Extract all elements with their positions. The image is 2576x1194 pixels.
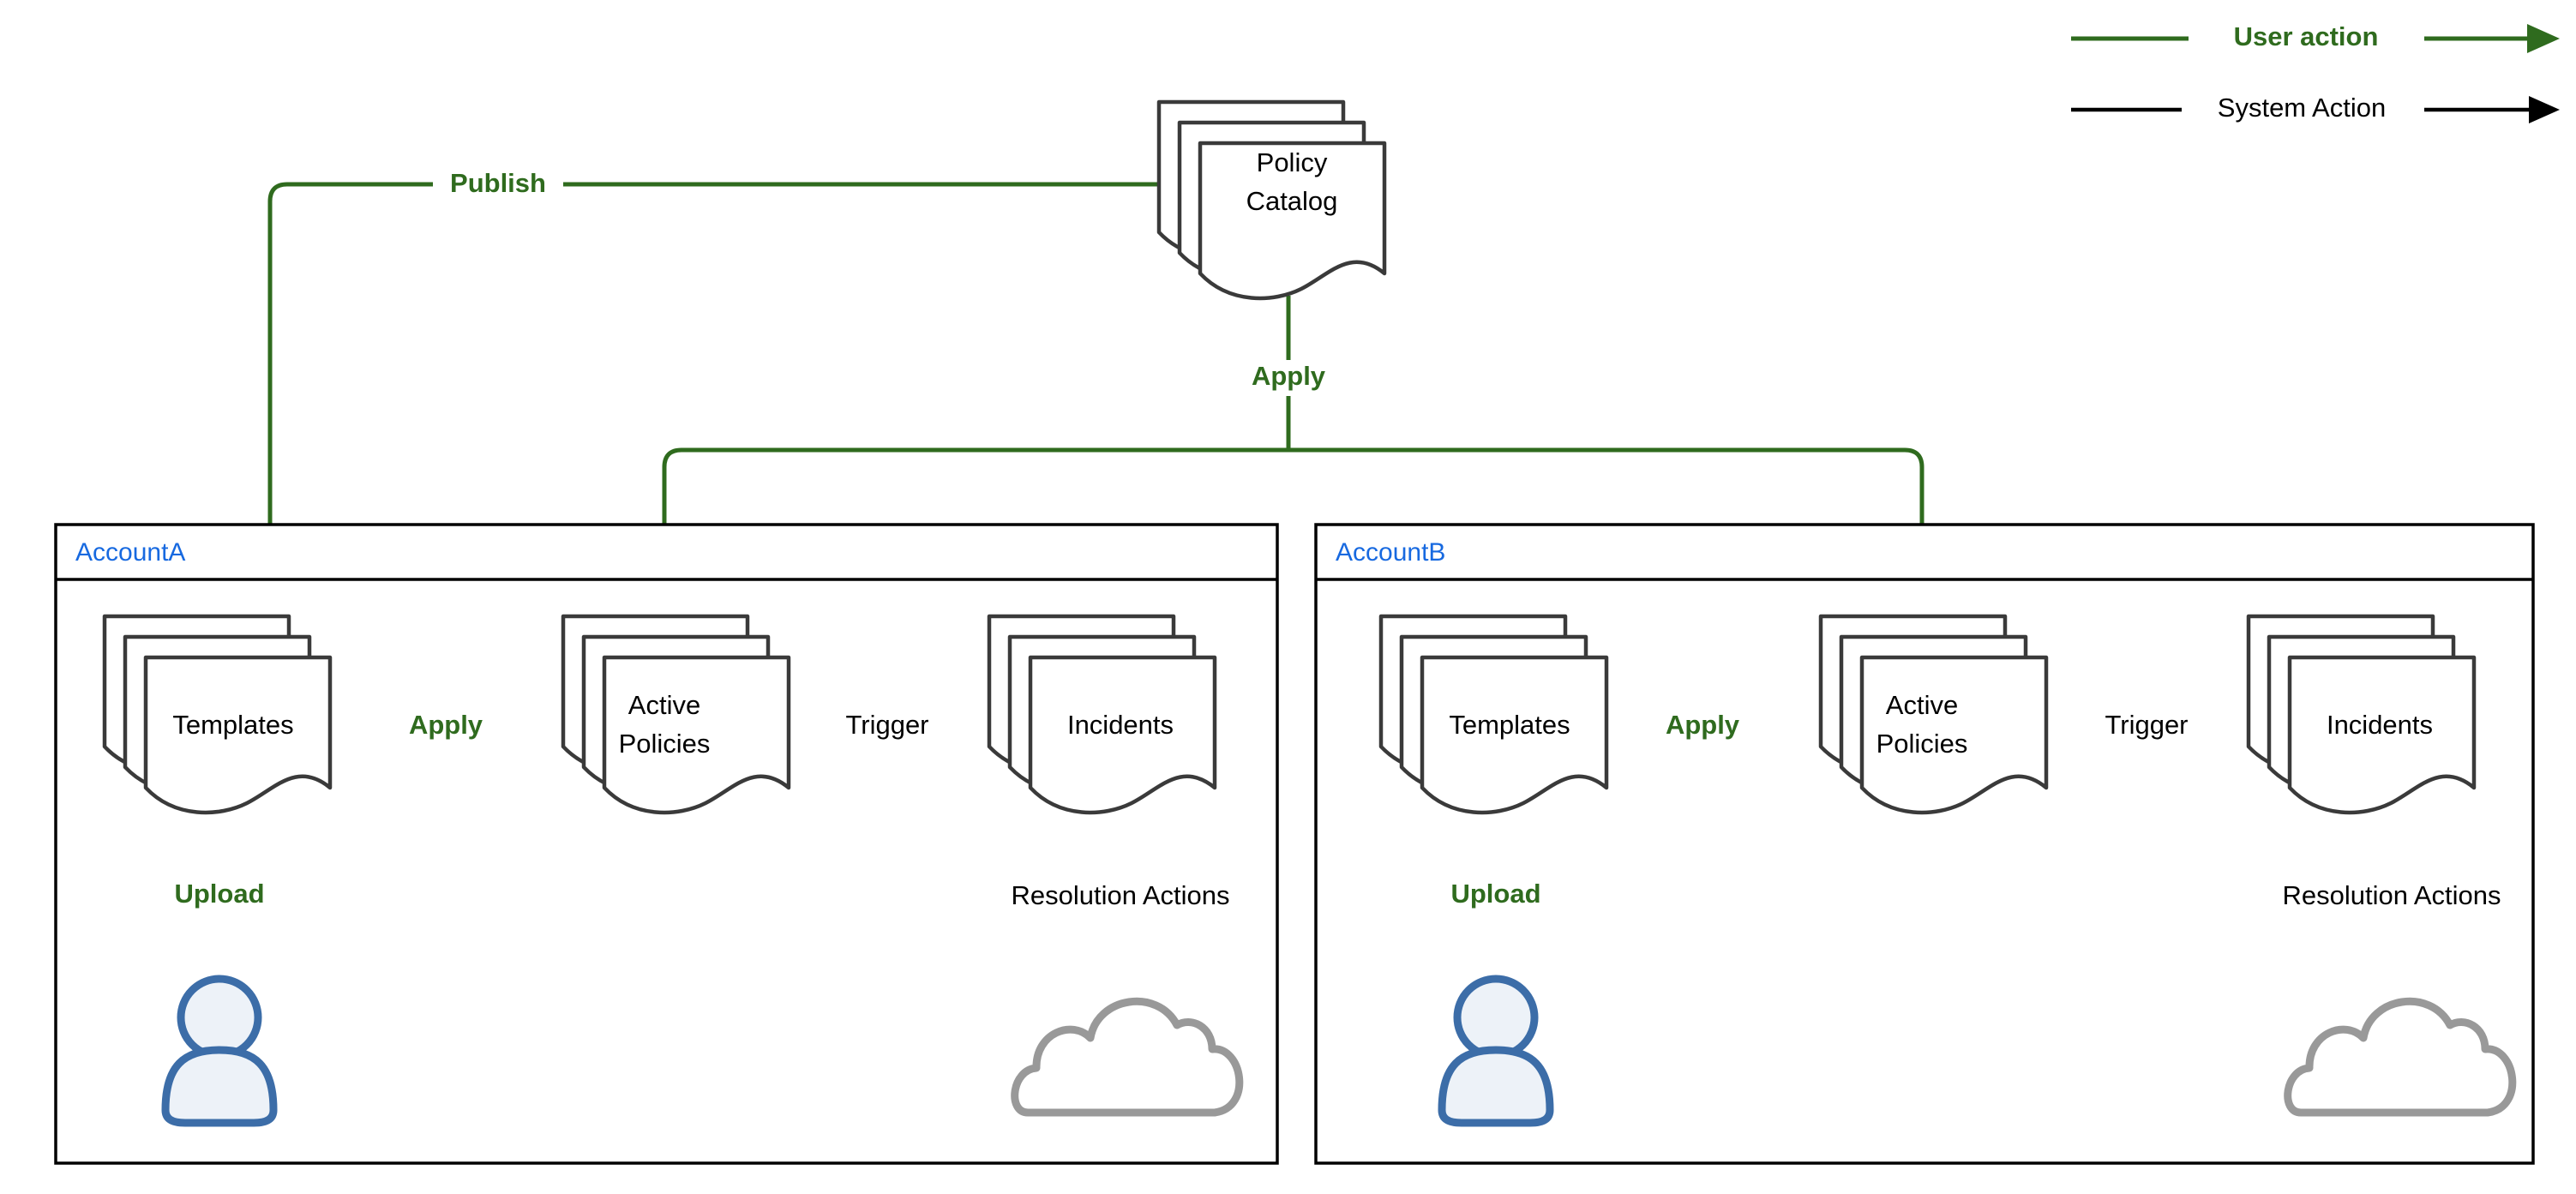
- node-active-policies-b[interactable]: Active Policies: [1821, 616, 2046, 813]
- incidents-a-label: Incidents: [1067, 710, 1174, 740]
- templates-b-label: Templates: [1449, 710, 1570, 740]
- edge-label-trigger-b: Trigger: [2093, 709, 2201, 745]
- policy-catalog-label-line1: Policy: [1257, 147, 1328, 177]
- edge-label-upload-a: Upload: [156, 878, 283, 914]
- active-policies-a-label-line1: Active: [628, 690, 700, 720]
- legend-row-user-action: User action: [2071, 21, 2560, 53]
- edge-label-upload-b: Upload: [1432, 878, 1559, 914]
- svg-text:Upload: Upload: [1450, 879, 1540, 909]
- svg-text:Apply: Apply: [1666, 710, 1740, 740]
- person-icon-b: [1438, 975, 1554, 1127]
- account-a-title: AccountA: [75, 538, 185, 567]
- active-policies-b-label-line1: Active: [1886, 690, 1958, 720]
- edge-label-apply-a: Apply: [394, 709, 497, 745]
- node-active-policies-a[interactable]: Active Policies: [563, 616, 789, 813]
- svg-text:Trigger: Trigger: [2105, 710, 2188, 740]
- svg-text:Resolution Actions: Resolution Actions: [2282, 880, 2501, 910]
- node-templates-b[interactable]: Templates: [1381, 616, 1606, 813]
- svg-text:Apply: Apply: [1252, 361, 1326, 391]
- node-policy-catalog[interactable]: Policy Catalog: [1159, 102, 1384, 298]
- edge-label-apply-broadcast: Apply: [1234, 360, 1342, 396]
- active-policies-b-label-line2: Policies: [1876, 729, 1968, 759]
- person-icon-a: [161, 975, 278, 1127]
- node-incidents-a[interactable]: Incidents: [989, 616, 1215, 813]
- svg-text:Upload: Upload: [174, 879, 264, 909]
- node-incidents-b[interactable]: Incidents: [2249, 616, 2474, 813]
- templates-a-label: Templates: [172, 710, 293, 740]
- edge-label-resolution-a: Resolution Actions: [982, 879, 1258, 915]
- active-policies-a-label-line2: Policies: [619, 729, 711, 759]
- edge-label-resolution-b: Resolution Actions: [2254, 879, 2530, 915]
- cloud-icon-a: [1011, 997, 1244, 1117]
- legend-system-action-label: System Action: [2218, 93, 2386, 123]
- svg-text:Resolution Actions: Resolution Actions: [1011, 880, 1229, 910]
- policy-catalog-label-line2: Catalog: [1246, 186, 1338, 216]
- legend-user-action-label: User action: [2234, 21, 2379, 51]
- legend-row-system-action: System Action: [2071, 93, 2560, 123]
- account-b-title: AccountB: [1336, 538, 1445, 567]
- edge-label-publish: Publish: [433, 166, 563, 202]
- cloud-icon-b: [2284, 997, 2517, 1117]
- svg-text:Publish: Publish: [450, 168, 546, 198]
- edge-label-apply-b: Apply: [1651, 709, 1754, 745]
- svg-text:Trigger: Trigger: [845, 710, 928, 740]
- edge-label-trigger-a: Trigger: [833, 709, 941, 745]
- svg-text:Apply: Apply: [409, 710, 483, 740]
- node-templates-a[interactable]: Templates: [105, 616, 330, 813]
- incidents-b-label: Incidents: [2327, 710, 2433, 740]
